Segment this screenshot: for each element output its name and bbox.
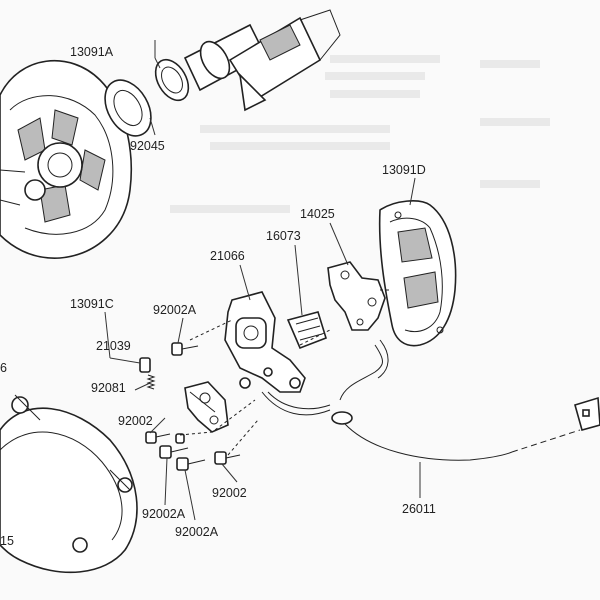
label-92002a-top: 92002A <box>153 303 197 317</box>
bleed-through-marks <box>170 55 550 213</box>
screw-92002a-top <box>171 342 199 356</box>
label-14025: 14025 <box>300 207 335 221</box>
label-13091d: 13091D <box>382 163 426 177</box>
label-16073: 16073 <box>266 229 301 243</box>
alternator-shaft-assembly <box>104 9 341 137</box>
label-21039: 21039 <box>96 339 131 353</box>
label-13091c: 13091C <box>70 297 114 311</box>
regulator-cover-13091d <box>378 200 457 347</box>
label-92045: 92045 <box>130 139 165 153</box>
label-edge-15: 15 <box>0 534 14 548</box>
alternator-front-housing <box>0 59 133 259</box>
label-92002-right: 92002 <box>212 486 247 500</box>
label-92002a-bottom2: 92002A <box>175 525 219 539</box>
insulator-16073 <box>286 311 327 350</box>
spring-92081 <box>146 374 156 390</box>
label-21066: 21066 <box>210 249 245 263</box>
part-labels: 13091A 92045 13091D 14025 16073 21066 13… <box>0 45 436 548</box>
label-26011: 26011 <box>402 502 436 516</box>
terminal-21039 <box>139 357 151 373</box>
label-edge-6: 6 <box>0 361 7 375</box>
label-92002a-bottom1: 92002A <box>142 507 186 521</box>
label-92081: 92081 <box>91 381 126 395</box>
screw-small-right <box>175 433 185 444</box>
leader-lines <box>104 40 421 521</box>
screw-92002a-bottom1 <box>159 445 189 459</box>
assembly-dashed-lines <box>179 289 392 456</box>
screw-92002-right <box>214 451 241 465</box>
screw-92002a-bottom2 <box>176 457 206 471</box>
regulator-bracket-14025 <box>327 261 386 331</box>
rear-cover <box>0 394 138 574</box>
wire-harness-26011 <box>261 339 600 461</box>
brush-holder-21066 <box>224 291 306 393</box>
terminal-block-13091c <box>184 381 229 433</box>
label-13091a: 13091A <box>70 45 114 59</box>
label-92002-left: 92002 <box>118 414 153 428</box>
screw-92002-left <box>145 431 171 444</box>
